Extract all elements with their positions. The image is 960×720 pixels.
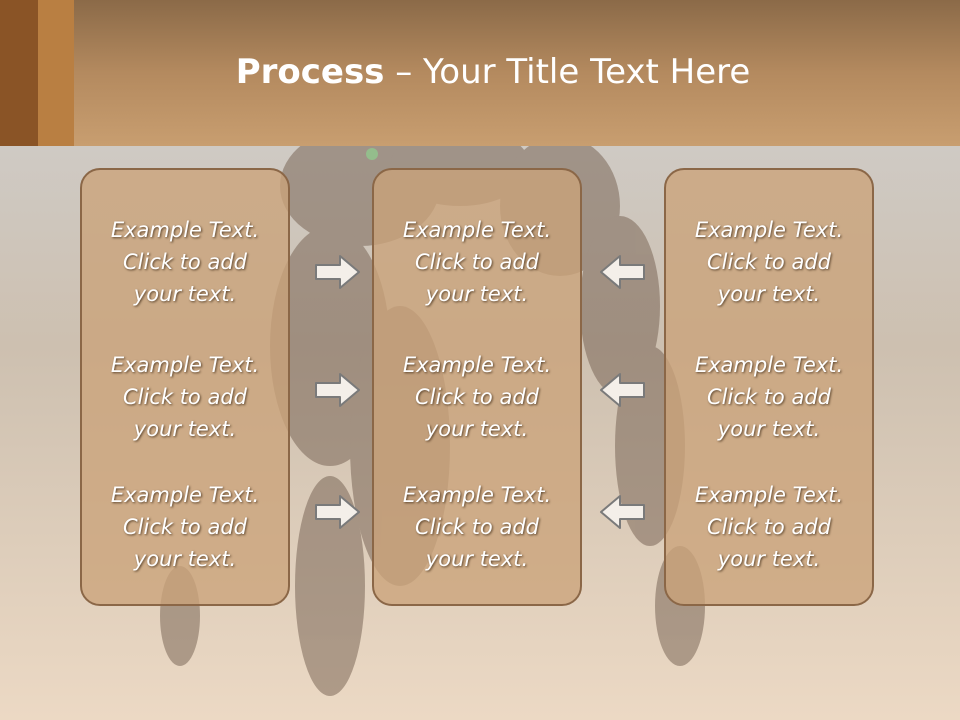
text-line: Example Text. (694, 483, 844, 507)
text-line: Click to add (414, 250, 539, 274)
text-line: Example Text. (402, 218, 552, 242)
text-block[interactable]: Example Text. Click to add your text. (82, 349, 288, 445)
text-line: your text. (425, 282, 529, 306)
text-line: your text. (133, 547, 237, 571)
text-block[interactable]: Example Text. Click to add your text. (82, 214, 288, 310)
right-arrow-icon (315, 373, 360, 407)
accent-stripe-light (38, 0, 74, 146)
process-column-right[interactable]: Example Text. Click to add your text. Ex… (664, 168, 874, 606)
text-line: Click to add (706, 250, 831, 274)
text-line: Example Text. (110, 353, 260, 377)
right-arrow-icon (315, 255, 360, 289)
text-line: your text. (425, 417, 529, 441)
text-line: Click to add (414, 515, 539, 539)
text-line: Click to add (122, 515, 247, 539)
text-line: your text. (133, 282, 237, 306)
text-line: your text. (133, 417, 237, 441)
text-line: Example Text. (110, 483, 260, 507)
title-bold: Process (235, 52, 385, 92)
text-block[interactable]: Example Text. Click to add your text. (374, 214, 580, 310)
text-line: Example Text. (402, 353, 552, 377)
title-rest: – Your Title Text Here (384, 52, 751, 92)
accent-stripe-dark (0, 0, 38, 146)
process-column-center[interactable]: Example Text. Click to add your text. Ex… (372, 168, 582, 606)
text-block[interactable]: Example Text. Click to add your text. (666, 479, 872, 575)
text-line: Example Text. (110, 218, 260, 242)
text-line: Click to add (122, 385, 247, 409)
left-arrow-icon (600, 495, 645, 529)
title-bar: Process – Your Title Text Here (0, 0, 960, 146)
text-line: your text. (717, 417, 821, 441)
left-arrow-icon (600, 255, 645, 289)
text-block[interactable]: Example Text. Click to add your text. (374, 479, 580, 575)
text-block[interactable]: Example Text. Click to add your text. (666, 349, 872, 445)
text-line: Click to add (706, 385, 831, 409)
right-arrow-icon (315, 495, 360, 529)
text-line: Click to add (706, 515, 831, 539)
text-line: Click to add (122, 250, 247, 274)
text-line: Example Text. (694, 218, 844, 242)
text-line: Example Text. (694, 353, 844, 377)
text-line: your text. (425, 547, 529, 571)
process-column-left[interactable]: Example Text. Click to add your text. Ex… (80, 168, 290, 606)
text-block[interactable]: Example Text. Click to add your text. (666, 214, 872, 310)
text-line: Click to add (414, 385, 539, 409)
left-arrow-icon (600, 373, 645, 407)
text-line: Example Text. (402, 483, 552, 507)
text-block[interactable]: Example Text. Click to add your text. (374, 349, 580, 445)
text-line: your text. (717, 547, 821, 571)
text-block[interactable]: Example Text. Click to add your text. (82, 479, 288, 575)
slide-title[interactable]: Process – Your Title Text Here (0, 52, 960, 92)
text-line: your text. (717, 282, 821, 306)
